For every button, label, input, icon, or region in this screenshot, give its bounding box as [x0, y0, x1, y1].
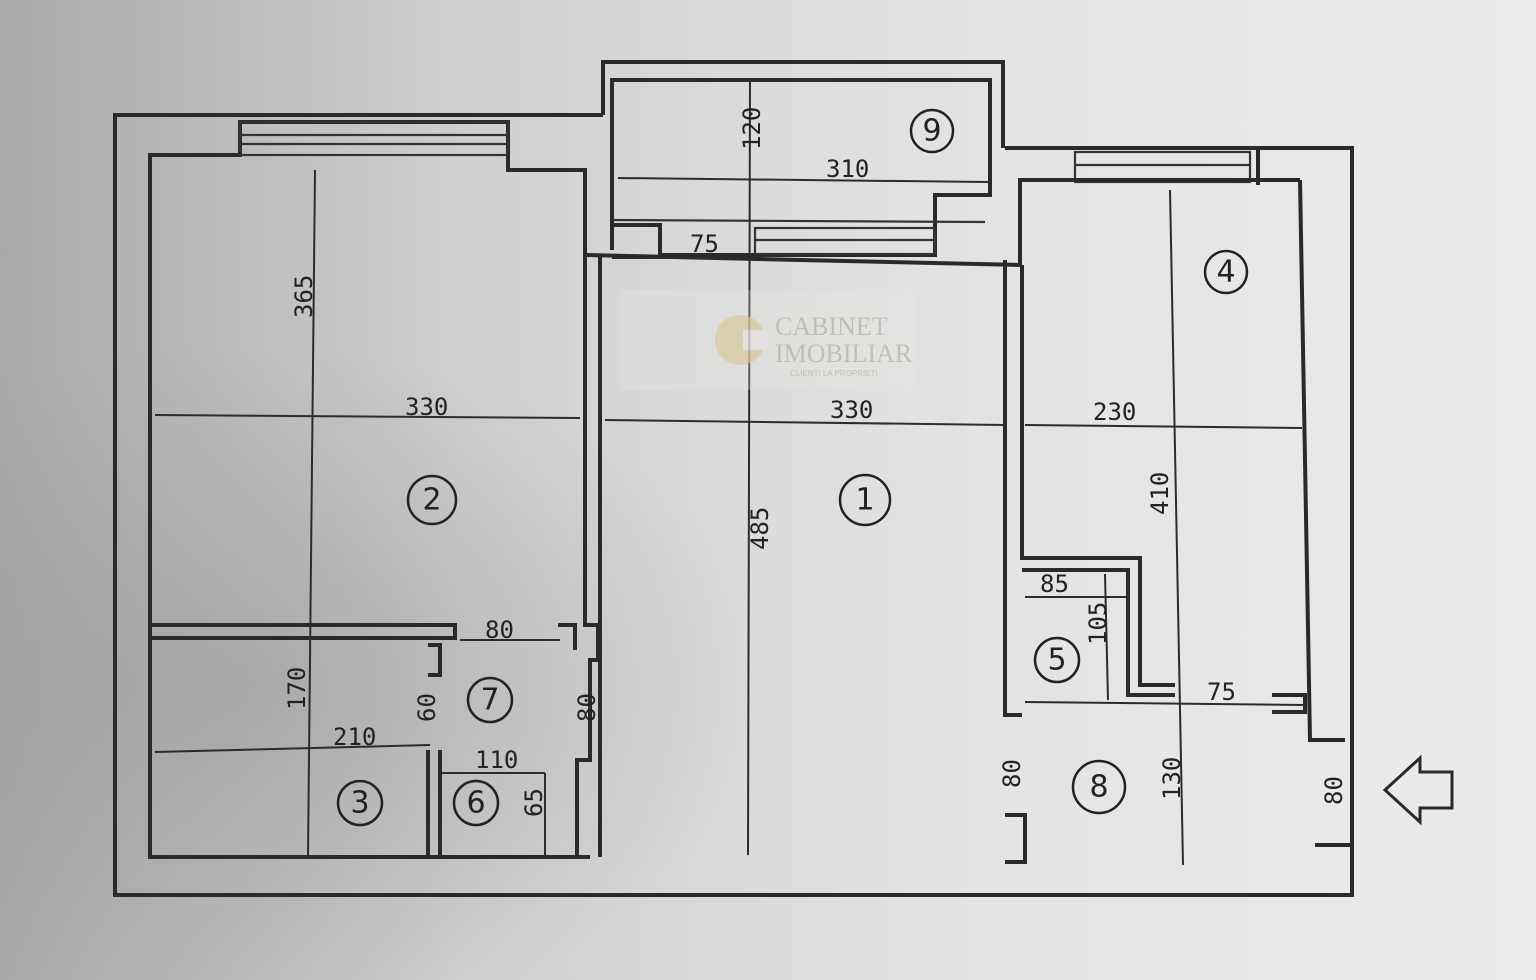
room-5-marker: 5	[1033, 636, 1081, 684]
dim-entrance: 80	[1320, 776, 1348, 805]
dim-room5-length: 105	[1084, 602, 1112, 645]
dim-room7-door: 60	[413, 693, 441, 722]
dim-room4-width: 230	[1093, 398, 1136, 426]
room-2-marker: 2	[406, 474, 458, 526]
dim-balcony-door: 75	[690, 230, 719, 258]
dim-room8-width: 75	[1207, 678, 1236, 706]
dim-balcony-length: 120	[738, 107, 766, 150]
svg-text:5: 5	[1047, 643, 1066, 678]
interior-walls	[150, 148, 1352, 864]
watermark-tagline: CLIENTI LA PROPRIETI	[790, 369, 878, 378]
dim-room3-length: 170	[283, 667, 311, 710]
dim-room7-length: 80	[573, 693, 601, 722]
dim-room4-length: 410	[1146, 472, 1174, 515]
dim-balcony-width: 310	[826, 155, 869, 183]
svg-text:2: 2	[422, 483, 441, 518]
room-4-marker: 4	[1203, 249, 1249, 295]
dimension-lines	[154, 79, 1306, 866]
svg-text:1: 1	[855, 483, 874, 518]
room-9-marker: 9	[909, 108, 955, 154]
arrow-left-icon	[1382, 754, 1454, 826]
svg-text:7: 7	[480, 683, 499, 718]
dim-room1-width: 330	[830, 396, 873, 424]
room-1-marker: 1	[838, 473, 892, 527]
watermark-line2: IMOBILIAR	[775, 339, 913, 368]
dim-room2-width: 330	[405, 393, 448, 421]
dim-room1-length: 485	[746, 507, 774, 550]
room-6-marker: 6	[452, 779, 500, 827]
dim-room8-door: 80	[998, 759, 1026, 788]
dim-room3-width: 210	[333, 723, 376, 751]
svg-text:8: 8	[1089, 770, 1108, 805]
svg-text:6: 6	[466, 786, 485, 821]
svg-text:4: 4	[1216, 255, 1235, 290]
dim-room8-length: 130	[1158, 757, 1186, 800]
dim-room6-length: 65	[520, 788, 548, 817]
svg-text:3: 3	[350, 786, 369, 821]
room-7-marker: 7	[466, 676, 514, 724]
watermark-line1: CABINET	[775, 312, 888, 341]
room-numbers: 9 4 2 1 7 5 3 6 8	[336, 108, 1249, 827]
windows	[238, 120, 1252, 256]
watermark-logo: CABINET IMOBILIAR CLIENTI LA PROPRIETI	[620, 290, 915, 390]
room-3-marker: 3	[336, 779, 384, 827]
dim-room5-width: 85	[1040, 570, 1069, 598]
dimension-labels: 365 330 330 485 230 410 120 310 75 80 17…	[283, 107, 1348, 817]
dim-room6-width: 110	[475, 746, 518, 774]
dim-room2-length: 365	[290, 275, 318, 318]
svg-text:9: 9	[922, 114, 941, 149]
dim-room7-width: 80	[485, 616, 514, 644]
room-8-marker: 8	[1071, 759, 1127, 815]
